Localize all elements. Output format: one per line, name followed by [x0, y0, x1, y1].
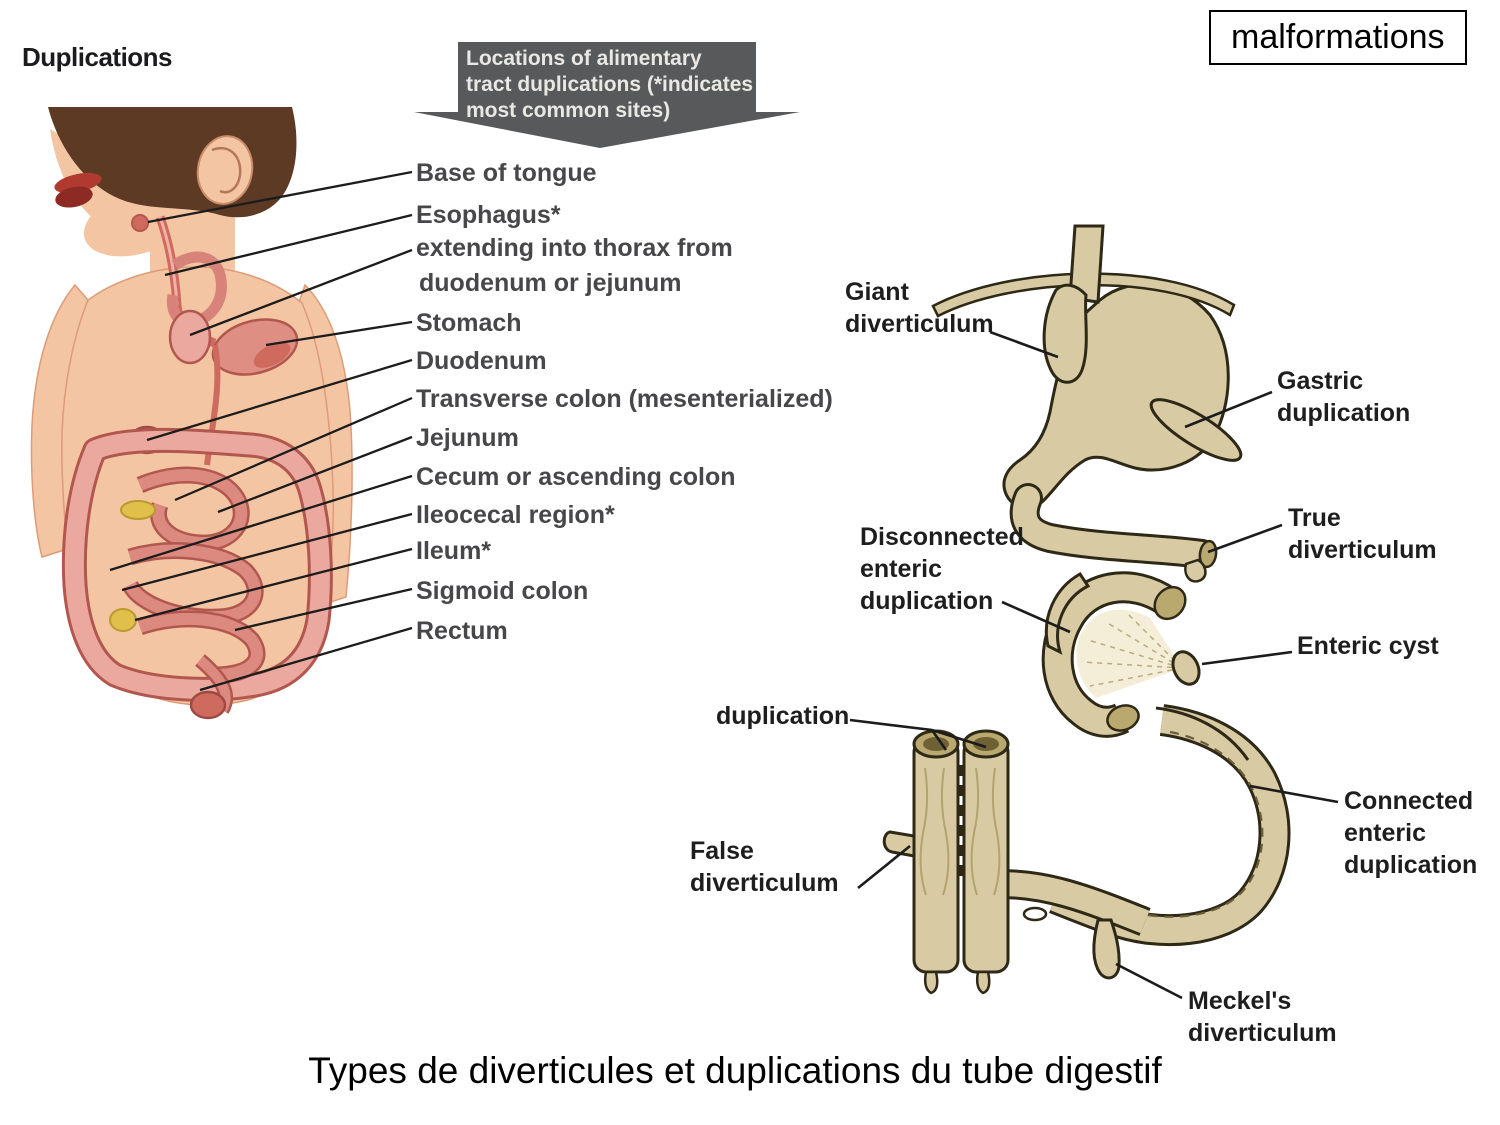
label-line: Gastric [1277, 367, 1364, 395]
label-line: diverticulum [1288, 536, 1437, 564]
label-ileum: Ileum* [416, 537, 492, 565]
infant-ear-fold [211, 147, 242, 194]
callout-arrow-shape [414, 42, 800, 148]
diverticula-diagram-illustration [849, 224, 1339, 1000]
label-extending-thorax: extending into thorax from [416, 234, 733, 262]
label-false-diverticulum: False diverticulum [690, 835, 839, 899]
label-line: Giant [845, 278, 909, 306]
diagram-leader-lines [849, 330, 1339, 1000]
callout-line: Locations of alimentary [466, 47, 702, 70]
callout-arrow-text: Locations of alimentary tract duplicatio… [466, 46, 753, 124]
mesentery-fan [1076, 609, 1182, 698]
diaphragm [931, 272, 1236, 318]
label-gastric-duplication: Gastric duplication [1277, 365, 1410, 429]
callout-line: tract duplications (*indicates [466, 73, 754, 96]
label-cecum: Cecum or ascending colon [416, 463, 736, 491]
esophagus-shape [1068, 224, 1105, 304]
duplication-channel-dashes [1119, 730, 1264, 918]
label-line: enteric [1344, 819, 1426, 847]
meckels-diverticulum-shape [1092, 918, 1121, 980]
infant-lips [54, 172, 102, 194]
base-of-tongue-pouch [131, 214, 149, 232]
label-jejunum: Jejunum [416, 424, 519, 452]
label-base-of-tongue: Base of tongue [416, 159, 597, 187]
loop-cut-end-top [1153, 585, 1187, 621]
label-line: enteric [860, 555, 942, 583]
label-line: duplication [716, 702, 850, 730]
label-rectum: Rectum [416, 617, 508, 645]
giant-diverticulum-shape [1042, 283, 1088, 384]
infant-ear [196, 135, 254, 205]
label-true-diverticulum: True diverticulum [1288, 502, 1437, 566]
label-line: diverticulum [1188, 1019, 1337, 1047]
false-diverticulum-shape [882, 830, 916, 858]
label-sigmoid-colon: Sigmoid colon [416, 577, 589, 605]
label-giant-diverticulum: Giant diverticulum [845, 276, 994, 340]
hook-tube-double-wall [1155, 706, 1250, 761]
mesentery-patch [120, 500, 156, 520]
stomach-duplication-lens [253, 342, 291, 368]
label-meckels-diverticulum: Meckel's diverticulum [1188, 985, 1337, 1049]
label-line: True [1288, 504, 1341, 532]
infant-lower-lip [55, 186, 93, 208]
label-connected-enteric-duplication: Connected enteric duplication [1344, 785, 1477, 881]
label-stomach: Stomach [416, 309, 522, 337]
callout-arrow [414, 42, 800, 148]
enteric-cyst-shape [1171, 650, 1201, 686]
duplication-tubes [912, 729, 1010, 995]
disconnected-duplication-shape [1044, 572, 1091, 655]
label-duodenum-or-jejunum: duodenum or jejunum [419, 269, 682, 297]
infant-leader-lines [109, 170, 413, 692]
label-line: Connected [1344, 787, 1474, 815]
intestines [122, 466, 266, 720]
page-title: Duplications [22, 42, 173, 72]
duodenum-tube [1012, 486, 1214, 566]
callout-line: most common sites) [466, 99, 671, 122]
label-duodenum: Duodenum [416, 347, 547, 375]
stomach-shape [1002, 282, 1230, 510]
connector-notch [1022, 906, 1048, 922]
infant-figure-illustration [30, 107, 413, 720]
label-line: duplication [1344, 851, 1478, 879]
label-transverse-colon: Transverse colon (mesenterialized) [416, 385, 833, 413]
duodenum-cut-end [1198, 539, 1218, 569]
label-disconnected-enteric-duplication: Disconnected enteric duplication [860, 521, 1024, 617]
slide-caption: Types de diverticules et duplications du… [308, 1050, 1162, 1091]
label-line: Enteric cyst [1297, 632, 1439, 660]
label-duplication: duplication [716, 700, 849, 732]
gastric-duplication-shape [1149, 398, 1243, 462]
label-line: Disconnected [860, 523, 1024, 551]
malformations-tag: malformations [1209, 10, 1467, 65]
mesentery-patch [109, 608, 137, 632]
label-line: False [690, 837, 754, 865]
thoracic-pouch [168, 309, 212, 365]
true-diverticulum-shape [1184, 558, 1207, 583]
label-ileocecal-region: Ileocecal region* [416, 501, 615, 529]
colon [64, 430, 330, 699]
label-line: duplication [860, 587, 994, 615]
label-line: duplication [1277, 399, 1411, 427]
label-enteric-cyst: Enteric cyst [1297, 630, 1439, 662]
label-line: diverticulum [845, 310, 994, 338]
label-line: Meckel's [1188, 987, 1292, 1015]
loop-cut-end-bottom [1106, 704, 1140, 732]
label-esophagus: Esophagus* [416, 201, 561, 229]
label-line: diverticulum [690, 869, 839, 897]
